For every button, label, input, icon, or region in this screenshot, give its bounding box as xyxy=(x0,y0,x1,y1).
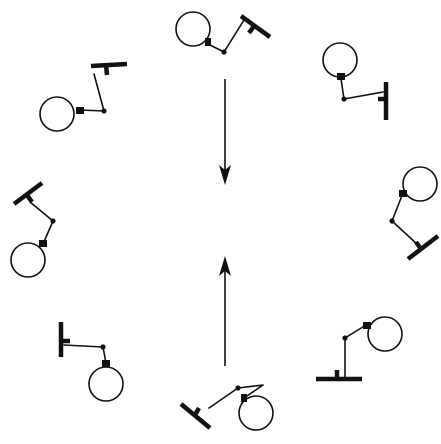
unit-top xyxy=(176,12,270,55)
arm-upper-left xyxy=(80,74,104,111)
bar-left xyxy=(14,183,42,204)
bar-foot-top xyxy=(249,26,254,33)
unit-lower-right xyxy=(316,317,402,379)
joint-lower-right xyxy=(342,335,347,340)
circle-lower-left xyxy=(89,367,123,401)
bar-upper-left xyxy=(91,64,127,66)
arrow-down xyxy=(219,79,231,185)
bar-foot-right xyxy=(416,242,421,249)
unit-bottom xyxy=(181,385,273,430)
arm-left xyxy=(30,202,53,244)
arm-right xyxy=(392,193,418,245)
bar-foot-left xyxy=(27,195,32,202)
unit-right xyxy=(389,167,438,259)
arrow-up xyxy=(219,256,231,366)
circle-lower-right xyxy=(368,317,402,351)
unit-upper-left xyxy=(40,64,127,131)
arm-lower-left xyxy=(64,345,106,363)
joint-upper-left xyxy=(101,108,106,113)
joint-top xyxy=(221,49,226,54)
bar-bottom xyxy=(181,404,210,428)
circle-top xyxy=(176,12,210,46)
joint-left xyxy=(50,218,55,223)
bar-foot-bottom xyxy=(195,408,199,415)
arm-upper-right xyxy=(341,79,383,99)
joint-upper-right xyxy=(341,96,346,101)
unit-lower-left xyxy=(61,322,123,401)
circle-right xyxy=(403,167,437,201)
bar-foot-upper-left xyxy=(106,65,107,75)
joint-bottom xyxy=(235,385,240,390)
arm-top xyxy=(208,20,244,52)
arm-lower-right xyxy=(345,325,366,378)
circle-left xyxy=(11,243,45,277)
joint-lower-left xyxy=(100,344,105,349)
unit-left xyxy=(11,183,56,277)
joint-right xyxy=(389,218,394,223)
circle-upper-right xyxy=(323,43,357,77)
bar-top xyxy=(241,16,270,37)
unit-upper-right xyxy=(323,43,386,120)
circle-upper-left xyxy=(40,97,74,131)
